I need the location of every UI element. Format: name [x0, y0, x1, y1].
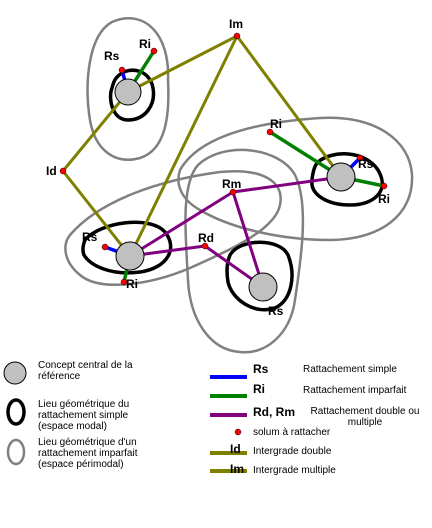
rm-to-bottom-center: [231, 191, 265, 288]
diagram-labels: Im Id Rm Rd Rs Ri Ri Rs Ri Rs Ri Rs: [46, 17, 390, 318]
label-rm: Rm: [222, 177, 241, 191]
legend-im-key: Im: [230, 462, 245, 476]
im-to-top-center: [127, 34, 238, 94]
solum-rs-top: [118, 66, 126, 74]
legend-solum-dot: [234, 428, 242, 436]
solum-ri-left: [120, 278, 128, 286]
perimodal-envelope-top: [86, 17, 170, 161]
label-im: Im: [229, 17, 243, 31]
perimodal-envelope-right: [177, 116, 414, 242]
legend-modal-text: Lieu géométrique du rattachement simple …: [38, 399, 130, 432]
label-ri-top: Ri: [139, 37, 151, 51]
central-concepts: [114, 78, 356, 302]
modal-loop-top: [108, 68, 156, 122]
legend-concept-text: Concept central de la référence: [38, 360, 133, 382]
label-ri-right-upper: Ri: [270, 117, 282, 131]
central-concept-left: [115, 241, 145, 271]
label-rs-bottom: Rs: [268, 304, 284, 318]
solum-points: [59, 32, 388, 286]
legend-rs-key: Rs: [253, 362, 269, 376]
id-to-top-center: [61, 91, 130, 172]
legend-modal-symbol: [6, 398, 26, 426]
modal-loop-bottom: [225, 240, 294, 312]
legend-rdrm-key: Rd, Rm: [253, 405, 295, 419]
solum-rs-right: [356, 154, 364, 162]
label-ri-right-lower: Ri: [378, 192, 390, 206]
perimodal-envelope-bottom: [184, 148, 305, 354]
modal-loop-left: [81, 220, 173, 275]
legend-id-text: Intergrade double: [253, 446, 332, 457]
legend-im-text: Intergrade multiple: [253, 465, 336, 476]
legend-concept-symbol: [3, 361, 27, 385]
solum-ri-top: [150, 47, 158, 55]
legend-solum-text: solum à rattacher: [253, 427, 331, 438]
legend-ri-key: Ri: [253, 382, 265, 396]
legend-rs-text: Rattachement simple: [303, 364, 397, 375]
intergrade-lines: [61, 34, 343, 257]
legend-id-key: Id: [230, 442, 241, 456]
im-to-right-center: [235, 35, 343, 178]
legend-ri-text: Rattachement imparfait: [303, 385, 407, 396]
legend-perimodal-symbol: [6, 438, 26, 466]
label-id: Id: [46, 164, 57, 178]
label-rs-left: Rs: [82, 230, 98, 244]
legend-symbols: [3, 361, 247, 473]
label-rs-right: Rs: [358, 157, 374, 171]
solum-id: [59, 167, 67, 175]
label-rs-top: Rs: [104, 49, 120, 63]
label-rd: Rd: [198, 231, 214, 245]
solum-rs-left: [101, 243, 109, 251]
legend-rdrm-text: Rattachement double ou multiple: [310, 406, 420, 428]
central-concept-top: [114, 78, 142, 106]
solum-rd: [201, 242, 209, 250]
rm-to-right-center: [232, 175, 342, 194]
im-to-left-center: [128, 35, 239, 257]
central-concept-right: [326, 162, 356, 192]
solum-rm: [229, 188, 237, 196]
rm-to-left-center: [129, 190, 234, 258]
label-ri-left: Ri: [126, 277, 138, 291]
central-concept-bottom: [248, 272, 278, 302]
id-to-left-center: [61, 170, 132, 257]
double-multiple-lines: [129, 175, 342, 289]
solum-im: [233, 32, 241, 40]
solum-ri-right-upper: [266, 128, 274, 136]
solum-ri-right-lower: [380, 182, 388, 190]
legend-perimodal-text: Lieu géométrique d'un rattachement impar…: [38, 437, 138, 470]
